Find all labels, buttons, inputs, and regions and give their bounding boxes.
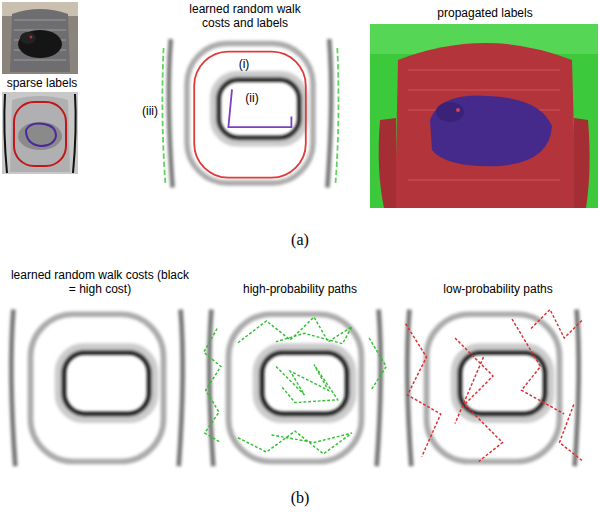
cost-map <box>162 39 338 188</box>
callout-number: (i) <box>232 57 256 71</box>
callout-number: (ii) <box>238 91 266 105</box>
sparse-label-image <box>2 92 78 174</box>
image-caption: low-probability paths <box>408 282 588 296</box>
high-probability-path-map <box>204 310 386 467</box>
cost-map <box>11 310 182 467</box>
image-caption: propagated labels <box>400 6 570 20</box>
image-caption: sparse labels <box>2 76 82 90</box>
low-probability-path-map <box>406 310 584 467</box>
callout-number: (iii) <box>138 104 162 118</box>
photo <box>2 2 78 74</box>
image-caption: high-probability paths <box>210 282 390 296</box>
subfigure-label: (a) <box>280 230 320 249</box>
propagated-label-image <box>370 24 598 208</box>
image-caption: learned random walk costs (black = high … <box>10 268 190 297</box>
subfigure-label: (b) <box>280 488 320 507</box>
image-caption: learned random walk costs and labels <box>178 2 312 31</box>
